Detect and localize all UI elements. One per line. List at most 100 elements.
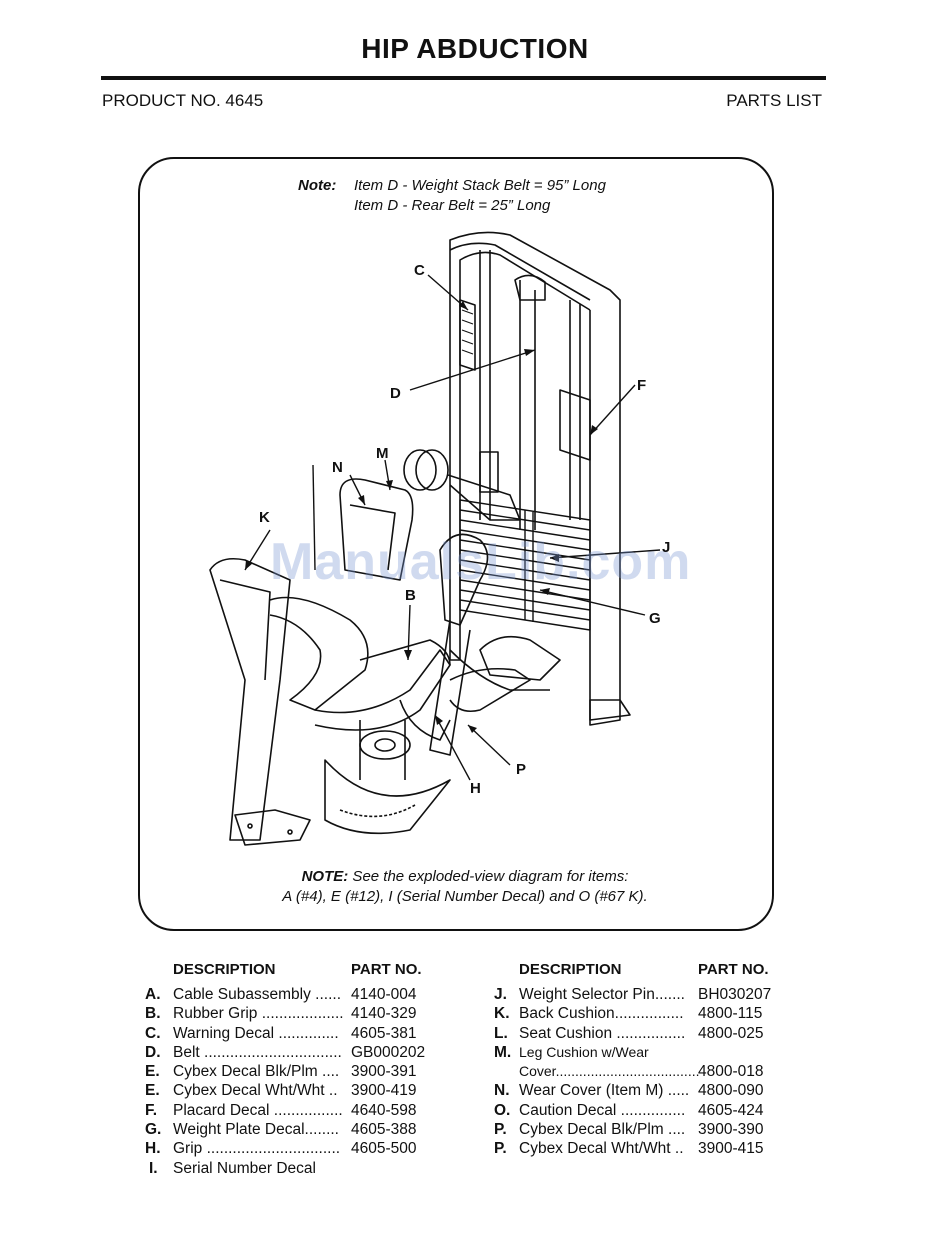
parts-list-right: J. Weight Selector Pin....... BH030207 K. B… [494,986,794,1160]
part-description: Rubber Grip ................... [173,1005,344,1023]
part-number: 3900-419 [351,1082,417,1100]
part-row: H. Grip ............................... 46… [145,1140,445,1159]
callout-h: H [470,780,481,797]
parts-list-left: A. Cable Subassembly ...... 4140-004 B. Rub… [145,986,445,1179]
part-number: BH030207 [698,986,772,1003]
part-row: O. Caution Decal ............... 4605-424 [494,1102,794,1121]
right-description-header: DESCRIPTION [519,961,622,978]
part-row: L. Seat Cushion ................ 4800-025 [494,1025,794,1044]
part-row: I. Serial Number Decal [145,1160,445,1179]
part-description: Weight Selector Pin....... [519,986,685,1003]
part-row: G. Weight Plate Decal........ 4605-388 [145,1121,445,1140]
part-number: 4605-424 [698,1101,764,1119]
callout-f: F [637,377,647,394]
part-description: Warning Decal .............. [173,1024,339,1042]
exploded-view-note-label: NOTE: [301,868,349,885]
part-description: Cybex Decal Wht/Wht .. [519,1140,684,1158]
part-number: 3900-390 [698,1121,764,1139]
part-description: Placard Decal ................ [173,1101,343,1119]
page-title: HIP ABDUCTION [361,33,589,64]
part-number: 4800-025 [698,1024,764,1042]
right-part-no-header: PART NO. [698,961,769,978]
belt-note-label: Note: [298,177,337,194]
part-letter: P. [494,1140,507,1158]
part-number: 3900-415 [698,1140,764,1158]
callout-b: B [405,587,416,604]
manualslib-watermark: ManualsLib.com [270,533,692,591]
belt-note-line-1: Item D - Weight Stack Belt = 95” Long [354,177,606,194]
part-description: Serial Number Decal [173,1159,316,1177]
part-row: P. Cybex Decal Wht/Wht .. 3900-415 [494,1140,794,1159]
part-description: Cable Subassembly ...... [173,986,341,1003]
exploded-view-note-line-1: See the exploded-view diagram for items: [348,868,629,885]
part-row: E. Cybex Decal Wht/Wht .. 3900-419 [145,1082,445,1101]
part-number: 4800-090 [698,1082,764,1100]
part-row: B.Rubber Grip ...................4140-32… [145,1005,445,1024]
exploded-view-note-line-2: A (#4), E (#12), I (Serial Number Decal)… [282,888,648,905]
part-letter: I. [149,1159,158,1177]
part-description: Cybex Decal Blk/Plm .... [173,1063,340,1081]
part-letter: P. [494,1121,507,1139]
part-number: 4800-018 [698,1063,764,1081]
left-description-header: DESCRIPTION [173,961,276,978]
part-description: Back Cushion................ [519,1005,684,1023]
part-number: 4605-500 [351,1140,417,1158]
part-description: Leg Cushion w/Wear [519,1043,649,1060]
part-description: Cybex Decal Wht/Wht .. [173,1082,338,1100]
part-description: Cybex Decal Blk/Plm .... [519,1121,686,1139]
part-row: D. Belt ................................ G… [145,1044,445,1063]
part-letter: B. [145,1005,161,1023]
belt-note-line-2: Item D - Rear Belt = 25” Long [354,197,551,214]
belt-note: Note: Item D - Weight Stack Belt = 95” Lo… [298,176,606,216]
part-letter: G. [145,1121,162,1139]
part-description: Wear Cover (Item M) ..... [519,1082,690,1100]
part-row: E.Cybex Decal Blk/Plm ....3900-391 [145,1063,445,1082]
part-number: 4605-388 [351,1121,417,1139]
part-letter: L. [494,1024,508,1042]
hip-abduction-machine-illustration [209,231,661,846]
part-letter: E. [145,1082,160,1100]
part-row: N. Wear Cover (Item M) ..... 4800-090 [494,1082,794,1101]
part-letter: K. [494,1005,510,1023]
product-number: PRODUCT NO. 4645 [102,91,264,110]
part-row: K. Back Cushion................ 4800-115 [494,1005,794,1024]
title-rule [101,76,826,80]
part-number: 4640-598 [351,1101,417,1119]
part-number: 4800-115 [698,1005,763,1023]
part-letter: N. [494,1082,510,1100]
part-row: F. Placard Decal ................ 4640-598 [145,1102,445,1121]
part-letter: C. [145,1024,161,1042]
part-number: 4140-004 [351,986,417,1003]
part-description: Grip ............................... [173,1140,341,1158]
part-row: A. Cable Subassembly ...... 4140-004 [145,986,445,1005]
left-part-no-header: PART NO. [351,961,422,978]
part-row: J. Weight Selector Pin....... BH030207 [494,986,794,1005]
callout-m: M [376,445,389,462]
callout-p: P [516,761,527,778]
part-description: Caution Decal ............... [519,1101,686,1119]
part-row: M.Leg Cushion w/Wear [494,1044,794,1063]
part-letter: O. [494,1101,511,1119]
part-row: P. Cybex Decal Blk/Plm .... 3900-390 [494,1121,794,1140]
part-letter: J. [494,986,507,1003]
part-letter: A. [145,986,161,1003]
part-letter: H. [145,1140,161,1158]
callout-n: N [332,459,343,476]
part-number: GB000202 [351,1043,426,1061]
part-number: 3900-391 [351,1063,417,1081]
part-description: Cover...................................… [519,1063,700,1080]
diagram-frame [138,157,774,931]
part-row: Cover...................................… [494,1063,794,1082]
part-description: Seat Cushion ................ [519,1024,686,1042]
part-description: Weight Plate Decal........ [173,1121,339,1139]
part-letter: D. [145,1043,161,1061]
part-number: 4605-381 [351,1024,417,1042]
parts-list-heading: PARTS LIST [726,91,822,110]
part-description: Belt ................................ [173,1043,342,1061]
callout-d: D [390,385,401,402]
callout-g: G [649,610,661,627]
part-letter: F. [145,1101,158,1119]
callout-c: C [414,262,425,279]
callout-j: J [662,539,671,556]
callout-k: K [259,509,270,526]
